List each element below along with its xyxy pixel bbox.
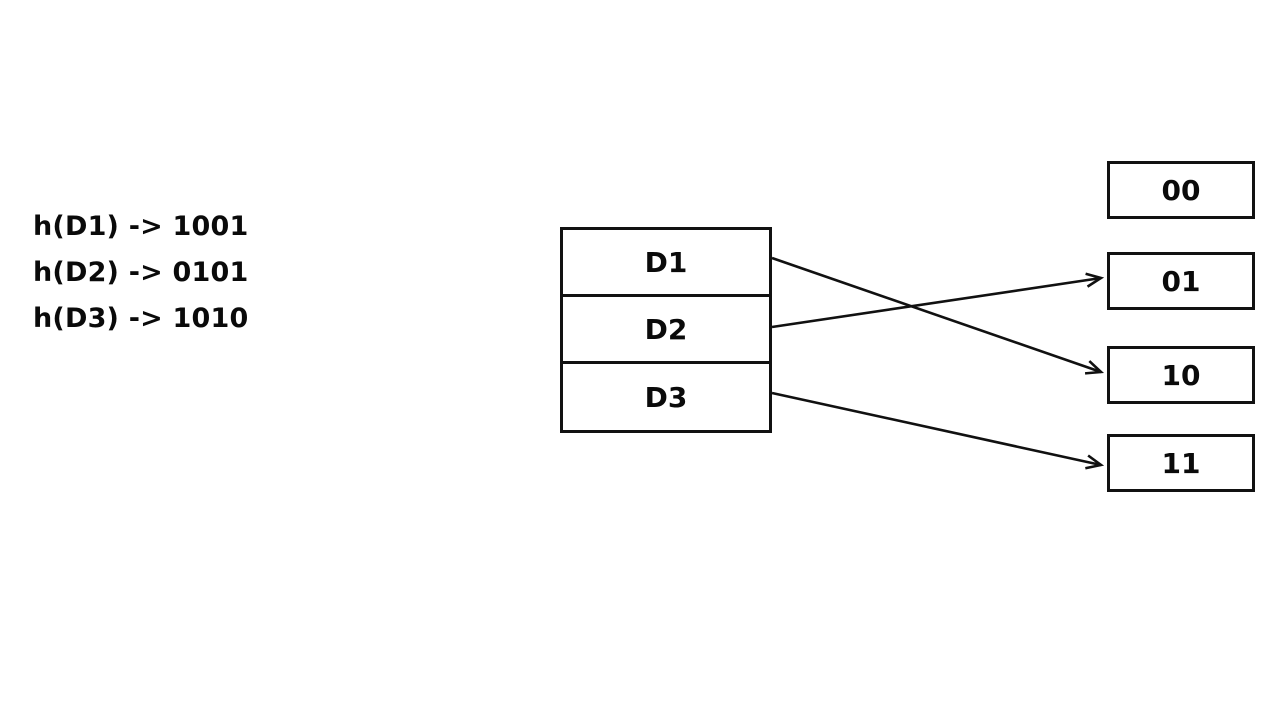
- bucket-01[interactable]: 01: [1107, 252, 1255, 310]
- arrow-d1-to-10-head-icon: [1084, 360, 1105, 375]
- hash-function-list: h(D1) -> 1001 h(D2) -> 0101 h(D3) -> 101…: [33, 204, 453, 342]
- arrow-d1-to-10: [771, 256, 1102, 374]
- bucket-label: 10: [1161, 358, 1201, 392]
- hash-line-d1: h(D1) -> 1001: [33, 211, 249, 242]
- arrow-d2-to-01-head-icon: [1085, 272, 1105, 288]
- data-row-label: D1: [644, 245, 688, 279]
- bucket-label: 00: [1161, 173, 1201, 207]
- data-row-d3[interactable]: D3: [563, 364, 769, 430]
- arrow-d2-to-01: [771, 276, 1102, 329]
- hash-line-d3: h(D3) -> 1010: [33, 303, 249, 334]
- bucket-11[interactable]: 11: [1107, 434, 1255, 492]
- data-row-label: D3: [644, 380, 688, 414]
- hash-line-d2: h(D2) -> 0101: [33, 257, 249, 288]
- data-record-table: D1 D2 D3: [560, 227, 772, 433]
- bucket-10[interactable]: 10: [1107, 346, 1255, 404]
- arrow-d3-to-11-head-icon: [1085, 454, 1105, 470]
- arrow-d3-to-11: [771, 391, 1102, 467]
- bucket-label: 01: [1161, 264, 1201, 298]
- data-row-label: D2: [644, 312, 688, 346]
- bucket-00[interactable]: 00: [1107, 161, 1255, 219]
- bucket-label: 11: [1161, 446, 1201, 480]
- data-row-d2[interactable]: D2: [563, 297, 769, 364]
- data-row-d1[interactable]: D1: [563, 230, 769, 297]
